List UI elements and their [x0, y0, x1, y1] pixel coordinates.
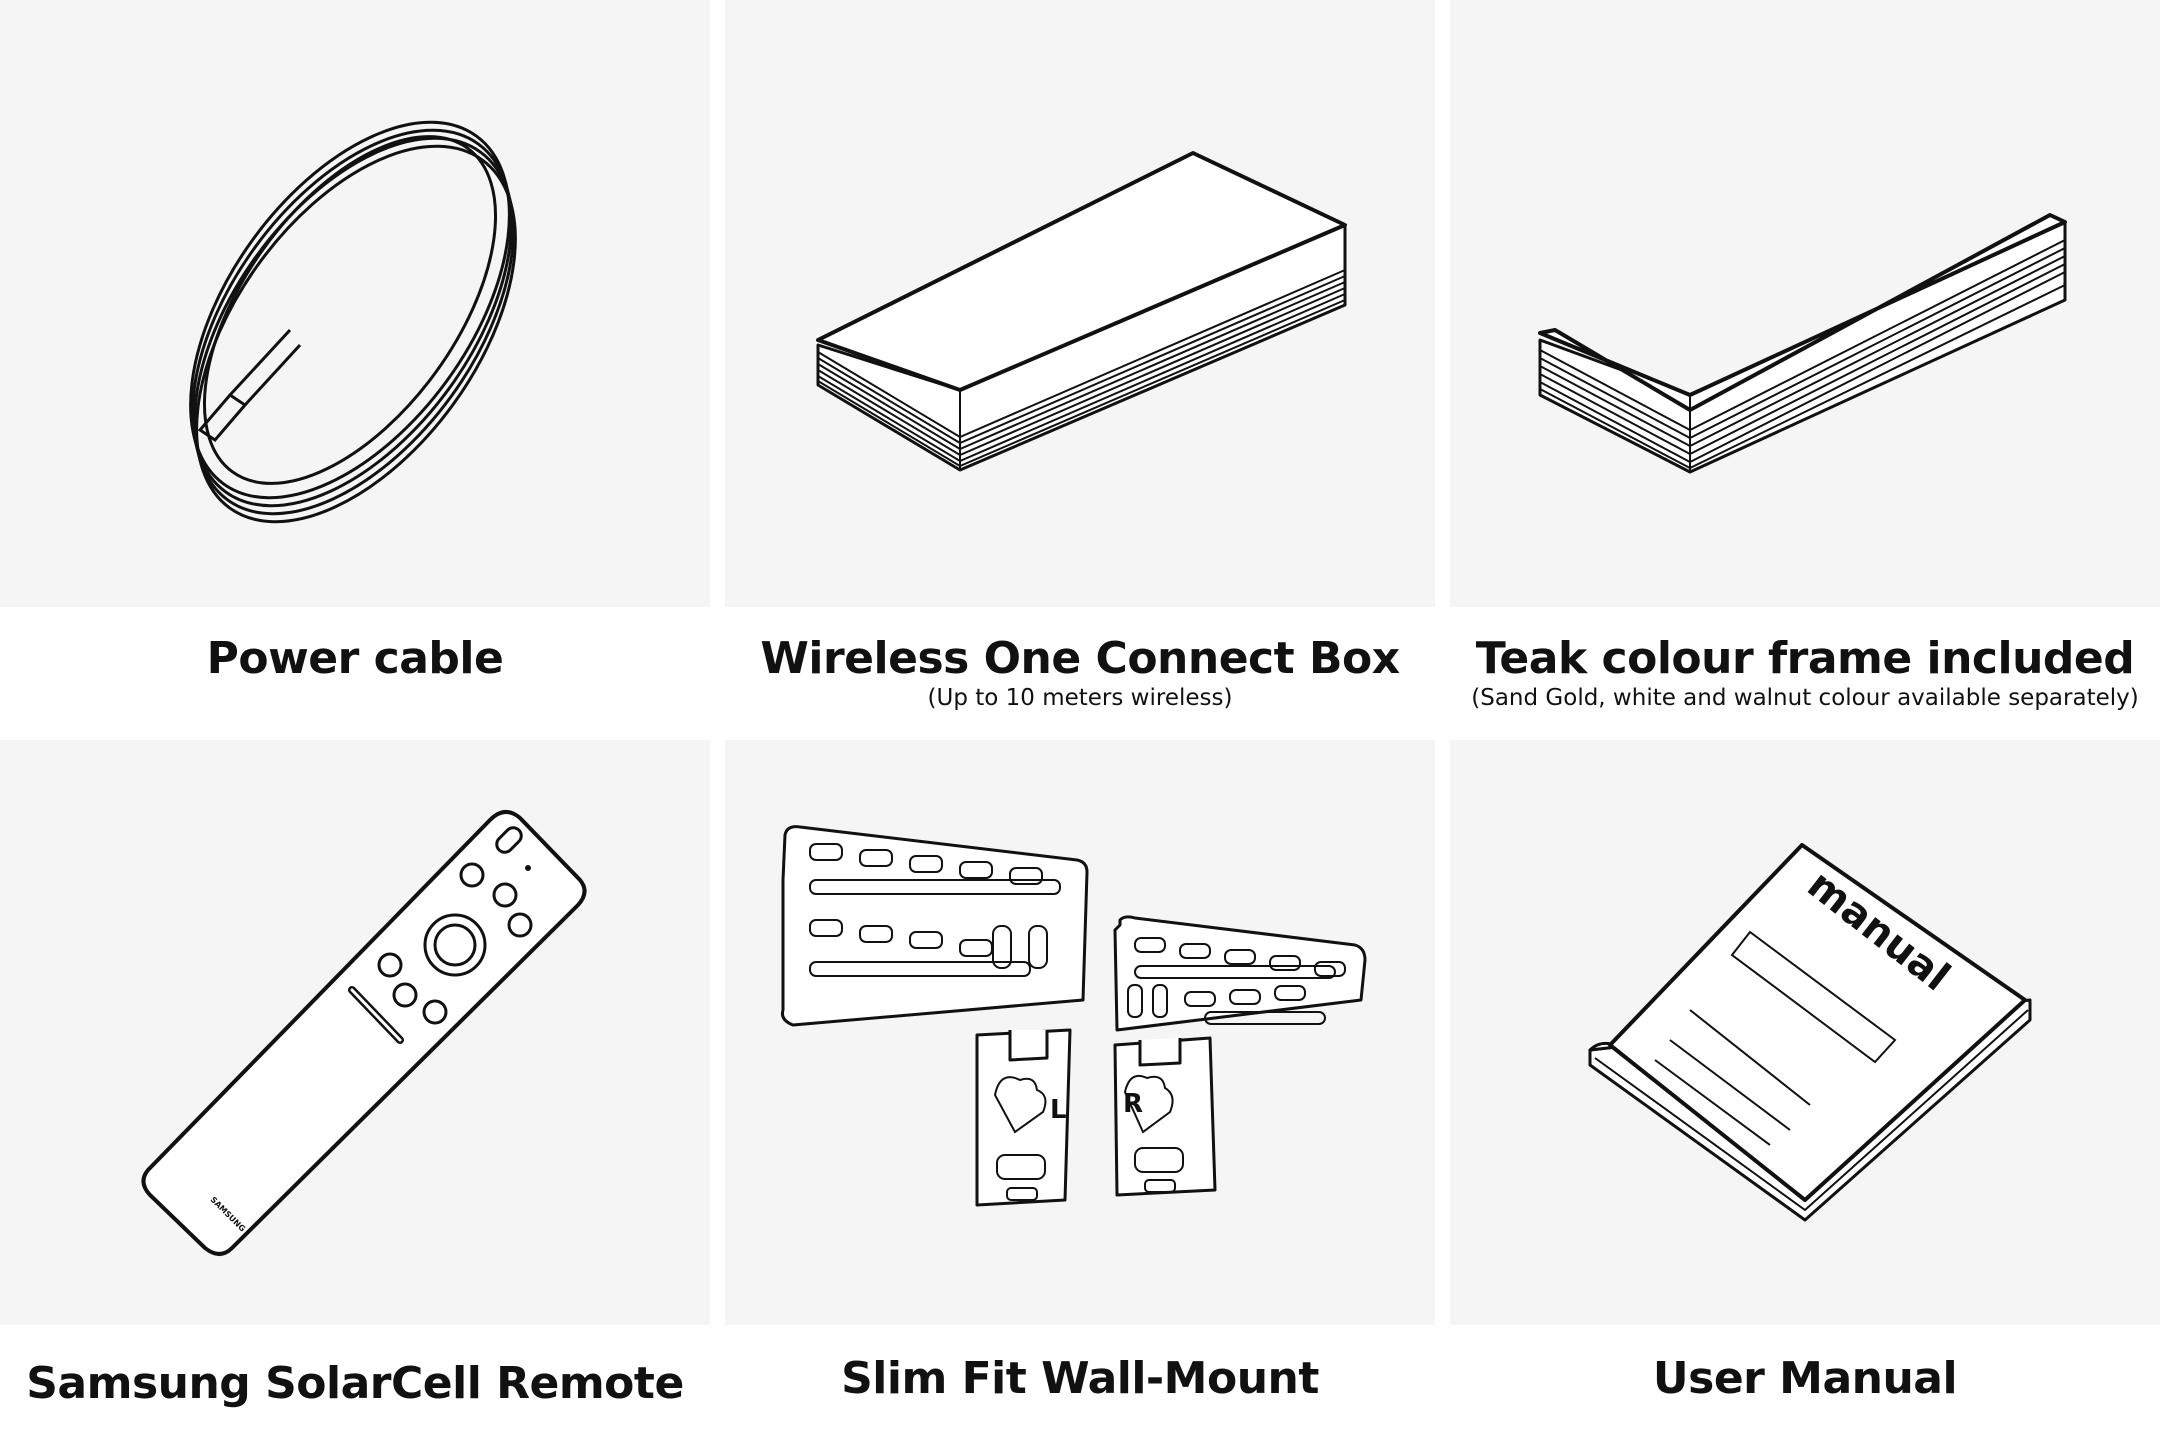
item-card-one-connect-box: Wireless One Connect Box (Up to 10 meter… [725, 0, 1435, 740]
item-title: Slim Fit Wall-Mount [841, 1353, 1319, 1404]
item-card-user-manual: manual User Manual [1450, 740, 2160, 1440]
item-card-frame: Teak colour frame included (Sand Gold, w… [1450, 0, 2160, 740]
item-title: Power cable [206, 633, 504, 684]
item-title: User Manual [1652, 1353, 1958, 1404]
item-image-panel [1450, 0, 2160, 607]
item-note: (Up to 10 meters wireless) [927, 685, 1233, 712]
remote-control-icon: SAMSUNG [0, 740, 710, 1325]
item-title: Wireless One Connect Box [760, 633, 1400, 684]
item-title: Teak colour frame included [1475, 633, 2135, 684]
wall-mount-icon: L R [725, 740, 1435, 1325]
user-manual-icon: manual [1450, 740, 2160, 1325]
item-image-panel [725, 0, 1435, 607]
item-note: (Sand Gold, white and walnut colour avai… [1471, 685, 2139, 712]
frame-bezel-icon [1450, 0, 2160, 607]
mount-left-label: L [1050, 1095, 1067, 1125]
item-card-power-cable: Power cable [0, 0, 710, 740]
mount-right-label: R [1123, 1089, 1143, 1119]
item-image-panel: L R [725, 740, 1435, 1325]
power-cable-icon [0, 0, 710, 607]
one-connect-box-icon [725, 0, 1435, 607]
item-image-panel: SAMSUNG [0, 740, 710, 1325]
item-image-panel: manual [1450, 740, 2160, 1325]
item-image-panel [0, 0, 710, 607]
item-card-remote: SAMSUNG Samsung SolarCell Remote [0, 740, 710, 1440]
item-card-wall-mount: L R Slim Fit Wall-Mount [725, 740, 1435, 1440]
item-title: Samsung SolarCell Remote [26, 1358, 684, 1409]
